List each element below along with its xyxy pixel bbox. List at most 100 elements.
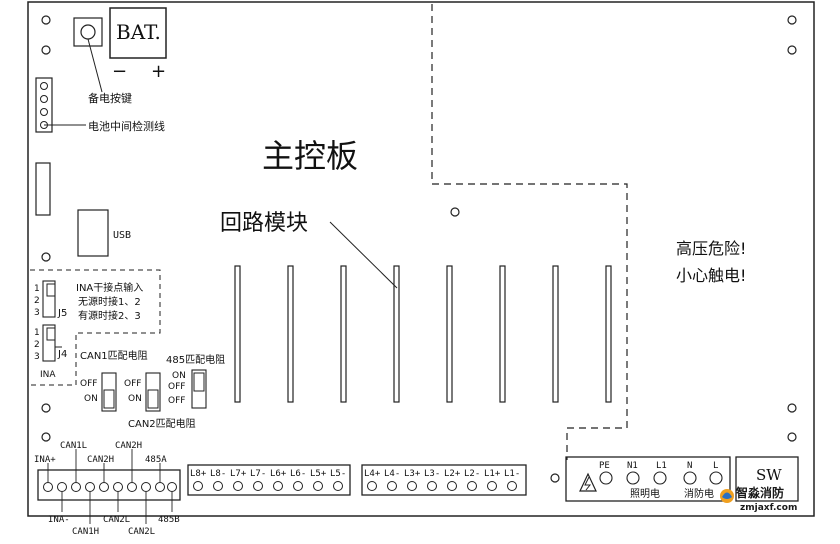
loop-terminal-block-1 <box>187 464 351 496</box>
battery-minus: − <box>112 61 127 82</box>
watermark-name: 智淼消防 <box>735 485 784 500</box>
backup-button-cap <box>80 24 96 40</box>
board-title: 主控板 <box>262 137 358 175</box>
j5-jumper <box>46 283 56 297</box>
terminal-screw <box>407 481 417 491</box>
battery-mid-connector <box>35 77 53 133</box>
term-label-can2h-2: CAN2H <box>115 441 142 451</box>
loop-terminal-1-label: L6+ <box>270 469 287 479</box>
fire-power-label: 消防电 <box>684 487 714 500</box>
loop-terminal-2-label: L1+ <box>484 469 501 479</box>
j5-pin-3: 3 <box>34 308 40 318</box>
backup-button <box>73 17 103 47</box>
comm-terminal-screws <box>43 482 177 492</box>
term-label-can1h: CAN1H <box>72 527 99 537</box>
terminal-screw <box>213 481 223 491</box>
j5-pin-2: 2 <box>34 296 40 306</box>
power-label-l: L <box>713 461 718 471</box>
comm-terminal-block <box>37 469 181 501</box>
power-label-l1: L1 <box>656 461 667 471</box>
loop-module-slots <box>234 265 612 403</box>
power-label-n1: N1 <box>627 461 638 471</box>
board-outline <box>27 1 815 517</box>
high-voltage-boundary <box>431 4 628 460</box>
ina-box-line2: 有源时接2、3 <box>78 309 141 322</box>
loop-terminal-2-label: L3- <box>424 469 440 479</box>
battery-label: BAT. <box>116 20 161 44</box>
mounting-hole <box>787 45 797 55</box>
terminal-screw <box>333 481 343 491</box>
power-terminal-screws <box>599 471 723 485</box>
terminal-screw <box>155 482 165 492</box>
r485-jumper-block <box>191 369 207 409</box>
connector-pin <box>40 95 48 103</box>
power-switch <box>735 456 799 502</box>
terminal-screw <box>507 481 517 491</box>
terminal-screw <box>367 481 377 491</box>
ina-box-outline <box>30 269 161 386</box>
module-slot <box>605 265 612 403</box>
j5-label: J5 <box>57 308 67 319</box>
j5-connector <box>42 280 56 318</box>
term-label-485a: 485A <box>145 455 167 465</box>
warning-line-1: 高压危险! <box>676 239 746 258</box>
terminal-screw <box>709 471 723 485</box>
mounting-hole <box>41 45 51 55</box>
warning-line-2: 小心触电! <box>676 266 746 285</box>
j5-pin-1: 1 <box>34 284 40 294</box>
usb-label: USB <box>113 230 131 241</box>
terminal-screw <box>599 471 613 485</box>
watermark: 智淼消防 zmjaxf.com <box>720 485 797 513</box>
terminal-screw <box>85 482 95 492</box>
j4-connector <box>42 324 56 362</box>
module-slot <box>393 265 400 403</box>
loop-terminal-1-label: L7+ <box>230 469 247 479</box>
mounting-hole <box>787 15 797 25</box>
terminal-screw <box>447 481 457 491</box>
module-slot <box>446 265 453 403</box>
j4-label: J4 <box>57 349 67 360</box>
battery-plus: + <box>151 61 166 82</box>
mounting-hole <box>787 432 797 442</box>
can1-jumper-cap <box>103 389 115 409</box>
terminal-screw <box>127 482 137 492</box>
terminal-screw <box>99 482 109 492</box>
term-label-can1l: CAN1L <box>60 441 87 451</box>
lighting-power-label: 照明电 <box>630 487 660 500</box>
can2-jumper-cap <box>147 389 159 409</box>
loop-terminal-1-label: L8+ <box>190 469 207 479</box>
connector-pin <box>40 82 48 90</box>
can2-off: OFF <box>124 379 141 389</box>
backup-key-leader <box>87 38 103 93</box>
connector-pin <box>40 108 48 116</box>
loop-terminal-2-label: L4- <box>384 469 400 479</box>
terminal-screw <box>193 481 203 491</box>
mounting-hole <box>550 473 560 483</box>
r485-off-1: OFF <box>168 382 185 392</box>
loop-terminal-2-label: L2- <box>464 469 480 479</box>
usb-port <box>77 209 109 257</box>
loop-module-label: 回路模块 <box>220 211 308 236</box>
terminal-screw <box>233 481 243 491</box>
mounting-hole <box>41 252 51 262</box>
loop-terminal-block-2 <box>361 464 527 496</box>
loop-module-leader <box>329 221 398 289</box>
side-connector <box>35 162 51 216</box>
ina-label: INA <box>40 370 56 380</box>
comm-terminal-leaders <box>47 449 173 524</box>
loop-terminal-1-label: L6- <box>290 469 306 479</box>
term-label-can2l-1: CAN2L <box>103 515 130 525</box>
terminal-screw <box>653 471 667 485</box>
mounting-hole <box>41 15 51 25</box>
loop-terminal-2-label: L2+ <box>444 469 461 479</box>
terminal-screw <box>313 481 323 491</box>
power-switch-label: SW <box>756 466 782 484</box>
module-slot <box>499 265 506 403</box>
terminal-screw <box>387 481 397 491</box>
mounting-hole <box>450 207 460 217</box>
ina-box-title: INA干接点输入 <box>76 281 143 294</box>
term-label-can2h-1: CAN2H <box>87 455 114 465</box>
can2-on: ON <box>128 394 142 404</box>
